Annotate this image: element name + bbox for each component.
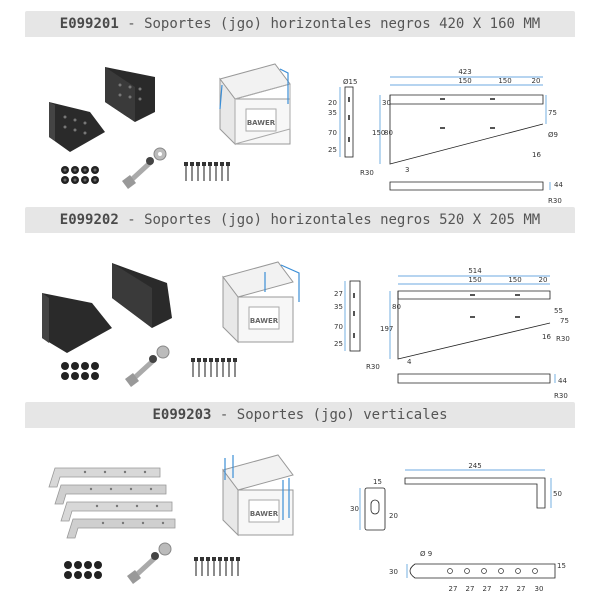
dim-d25: 25 [334, 340, 343, 348]
black-brackets-image [49, 67, 155, 152]
dim-d20: 20 [389, 512, 398, 520]
dim-spacing: 27 [517, 585, 526, 593]
dim-total: 423 [458, 68, 471, 76]
dim-d25: 25 [328, 146, 337, 154]
dim-spacing: 27 [500, 585, 509, 593]
dim-h80: 80 [384, 129, 393, 137]
dim-d9: Ø 9 [420, 550, 432, 558]
product-section-e099202: E099202 - Soportes (jgo) horizontales ne… [25, 207, 575, 400]
brand-label: BAWER [247, 119, 276, 127]
dim-spacing: 30 [535, 585, 544, 593]
dim-d27: 27 [334, 290, 343, 298]
dim-h150: 150 [372, 129, 385, 137]
section-title: E099201 - Soportes (jgo) horizontales ne… [25, 11, 575, 37]
dim-d44: 44 [558, 377, 567, 385]
dim-v75: 75 [548, 109, 557, 117]
toolbox-image: BAWER [222, 454, 294, 537]
screws-image [184, 162, 230, 181]
screws-image [194, 557, 240, 576]
dim-b: 150 [498, 77, 511, 85]
dim-d35: 35 [334, 303, 343, 311]
dim-total: 514 [468, 267, 482, 275]
dim-v75: 75 [560, 317, 569, 325]
dim-spacing: 27 [449, 585, 458, 593]
dim-d30: 30 [350, 505, 359, 513]
product-code: E099202 [59, 212, 119, 228]
dim-b: 150 [508, 276, 521, 284]
dim-h30: 30 [382, 99, 391, 107]
brand-label: BAWER [250, 510, 279, 518]
dim-r30c: R30 [554, 392, 568, 400]
dim-a: 150 [468, 276, 481, 284]
screws-image [191, 358, 237, 377]
technical-drawing: 245 15 30 20 50 Ø 9 30 15 27 27 27 27 27… [350, 462, 566, 593]
vertical-brackets-image [48, 467, 176, 539]
technical-drawing: 423 150 150 20 Ø15 20 35 70 25 R30 30 15… [328, 68, 563, 205]
toolbox-image: BAWER [219, 63, 291, 146]
dim-d35: 35 [328, 109, 337, 117]
dim-d15: Ø15 [343, 78, 357, 86]
bolt-image [122, 147, 167, 189]
dim-r30: R30 [366, 363, 380, 371]
product-section-e099203: E099203 - Soportes (jgo) verticales [25, 402, 575, 593]
dim-c: 20 [532, 77, 541, 85]
dim-d44: 44 [554, 181, 563, 189]
nuts-image [61, 166, 99, 184]
product-title: - Soportes (jgo) horizontales negros 520… [118, 212, 541, 228]
dim-d55: 55 [554, 307, 563, 315]
dim-total: 245 [468, 462, 481, 470]
dim-d70: 70 [334, 323, 343, 331]
section-body: BAWER 245 15 30 20 50 [25, 428, 575, 593]
dim-d16: 16 [542, 333, 551, 341]
technical-drawing: 514 150 150 20 27 35 70 25 R30 80 197 55… [334, 267, 570, 400]
black-brackets-image [42, 263, 172, 353]
section-title: E099203 - Soportes (jgo) verticales [25, 402, 575, 428]
dim-d70: 70 [328, 129, 337, 137]
nuts-image [61, 362, 99, 380]
dim-spacing: 27 [483, 585, 492, 593]
dim-h197: 197 [380, 325, 393, 333]
toolbox-image: BAWER [222, 261, 300, 344]
section-body: BAWER 423 150 [25, 37, 575, 205]
product-title: - Soportes (jgo) horizontales negros 420… [118, 16, 541, 32]
dim-d15b: 15 [557, 562, 566, 570]
dim-spacing: 27 [466, 585, 475, 593]
dim-r30b: R30 [548, 197, 562, 205]
product-title: - Soportes (jgo) verticales [211, 407, 448, 423]
brand-label: BAWER [250, 317, 279, 325]
dim-c: 20 [539, 276, 548, 284]
dim-d20: 20 [328, 99, 337, 107]
bolt-image [127, 542, 172, 584]
section-title: E099202 - Soportes (jgo) horizontales ne… [25, 207, 575, 233]
dim-r30b: R30 [556, 335, 570, 343]
dim-r30: R30 [360, 169, 374, 177]
dim-h80: 80 [392, 303, 401, 311]
dim-d50: 50 [553, 490, 562, 498]
nuts-image [64, 561, 102, 579]
section-body: BAWER 514 150 150 [25, 233, 575, 400]
dim-d4: 4 [407, 358, 412, 366]
product-code: E099201 [59, 16, 119, 32]
dim-d16: 16 [532, 151, 541, 159]
dim-d30b: 30 [389, 568, 398, 576]
dim-a: 150 [458, 77, 471, 85]
dim-d9: Ø9 [548, 131, 558, 139]
product-section-e099201: E099201 - Soportes (jgo) horizontales ne… [25, 11, 575, 205]
dim-d3: 3 [405, 166, 409, 174]
bolt-image [125, 345, 170, 387]
product-code: E099203 [152, 407, 212, 423]
dim-d15: 15 [373, 478, 382, 486]
